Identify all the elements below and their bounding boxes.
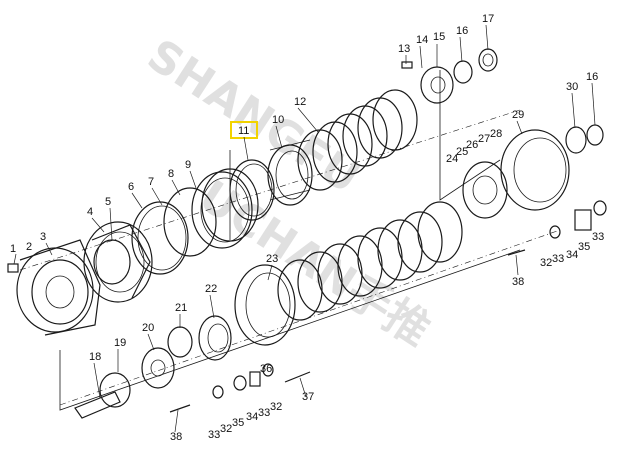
part-10-clutch-hub bbox=[267, 139, 313, 206]
callout-label: 38 bbox=[512, 276, 524, 288]
part-37-spring-pin bbox=[284, 371, 311, 383]
callout-label: 35 bbox=[232, 417, 244, 429]
part-22-gear bbox=[198, 315, 232, 361]
part-38-pin bbox=[169, 404, 191, 413]
callout-label: 19 bbox=[114, 337, 126, 349]
part-20-flange bbox=[141, 347, 175, 389]
callout-label: 32 bbox=[220, 423, 232, 435]
part-15-flange bbox=[420, 66, 454, 104]
callout-label: 7 bbox=[148, 176, 154, 188]
callout-label: 26 bbox=[466, 139, 478, 151]
callout-label: 16 bbox=[586, 71, 598, 83]
callout-label: 32 bbox=[540, 257, 552, 269]
part-6-seal-ring bbox=[131, 201, 189, 275]
callout-label: 36 bbox=[260, 363, 272, 375]
callout-label: 9 bbox=[185, 159, 191, 171]
callout-label: 34 bbox=[566, 249, 578, 261]
callout-label: 3 bbox=[40, 231, 46, 243]
callout-label: 22 bbox=[205, 283, 217, 295]
callout-label: 25 bbox=[456, 146, 468, 158]
part-1-bolt bbox=[7, 263, 19, 273]
callout-label: 33 bbox=[592, 231, 604, 243]
callout-label: 38 bbox=[170, 431, 182, 443]
part-5-ring bbox=[93, 239, 131, 285]
callout-label: 30 bbox=[566, 81, 578, 93]
part-3-pump-housing bbox=[16, 239, 101, 336]
callout-label: 5 bbox=[105, 196, 111, 208]
right-pin-set bbox=[507, 200, 607, 256]
callout-label: 2 bbox=[26, 241, 32, 253]
part-9-piston bbox=[191, 168, 259, 249]
callout-label: 14 bbox=[416, 34, 428, 46]
callout-label: 12 bbox=[294, 96, 306, 108]
callout-label: 23 bbox=[266, 253, 278, 265]
lower-small-parts bbox=[212, 363, 274, 399]
callout-label: 21 bbox=[175, 302, 187, 314]
callout-label: 10 bbox=[272, 114, 284, 126]
callout-label: 15 bbox=[433, 31, 445, 43]
callout-label: 24 bbox=[446, 153, 458, 165]
callout-label: 4 bbox=[87, 206, 93, 218]
part-17-bearing bbox=[478, 48, 498, 72]
callout-label: 18 bbox=[89, 351, 101, 363]
part-12-clutch-plates bbox=[297, 89, 418, 191]
callout-label: 34 bbox=[246, 411, 258, 423]
part-16-ring bbox=[453, 60, 604, 146]
watermark: SHANGFU UCHAN手推 bbox=[138, 30, 439, 357]
part-4-pump-cover bbox=[83, 221, 153, 303]
callout-label: 29 bbox=[512, 109, 524, 121]
callout-labels: 1 2 3 4 5 6 7 8 9 10 11 12 13 14 15 16 1… bbox=[10, 13, 604, 443]
callout-label: 17 bbox=[482, 13, 494, 25]
callout-label: 32 bbox=[270, 401, 282, 413]
callout-label: 37 bbox=[302, 391, 314, 403]
callout-label-highlighted: 11 bbox=[238, 125, 249, 137]
callout-label: 33 bbox=[208, 429, 220, 441]
part-11-spring bbox=[229, 159, 275, 221]
lower-clutch-plates bbox=[277, 201, 463, 321]
callout-label: 33 bbox=[258, 407, 270, 419]
callout-label: 13 bbox=[398, 43, 410, 55]
callout-label: 27 bbox=[478, 133, 490, 145]
callout-label: 33 bbox=[552, 253, 564, 265]
part-18-shaft bbox=[74, 372, 131, 419]
callout-label: 35 bbox=[578, 241, 590, 253]
callout-label: 1 bbox=[10, 243, 16, 255]
part-21-ring bbox=[167, 326, 193, 358]
leader-lines bbox=[13, 24, 596, 433]
callout-label: 28 bbox=[490, 128, 502, 140]
callout-label: 20 bbox=[142, 322, 154, 334]
part-23-drum bbox=[234, 264, 296, 346]
callout-label: 6 bbox=[128, 181, 134, 193]
part-8-seal-ring bbox=[163, 187, 217, 257]
part-13-bolt bbox=[401, 61, 413, 69]
callout-label: 16 bbox=[456, 25, 468, 37]
part-30-bearing bbox=[565, 126, 587, 154]
part-29-drum bbox=[462, 129, 570, 219]
callout-label: 8 bbox=[168, 168, 174, 180]
